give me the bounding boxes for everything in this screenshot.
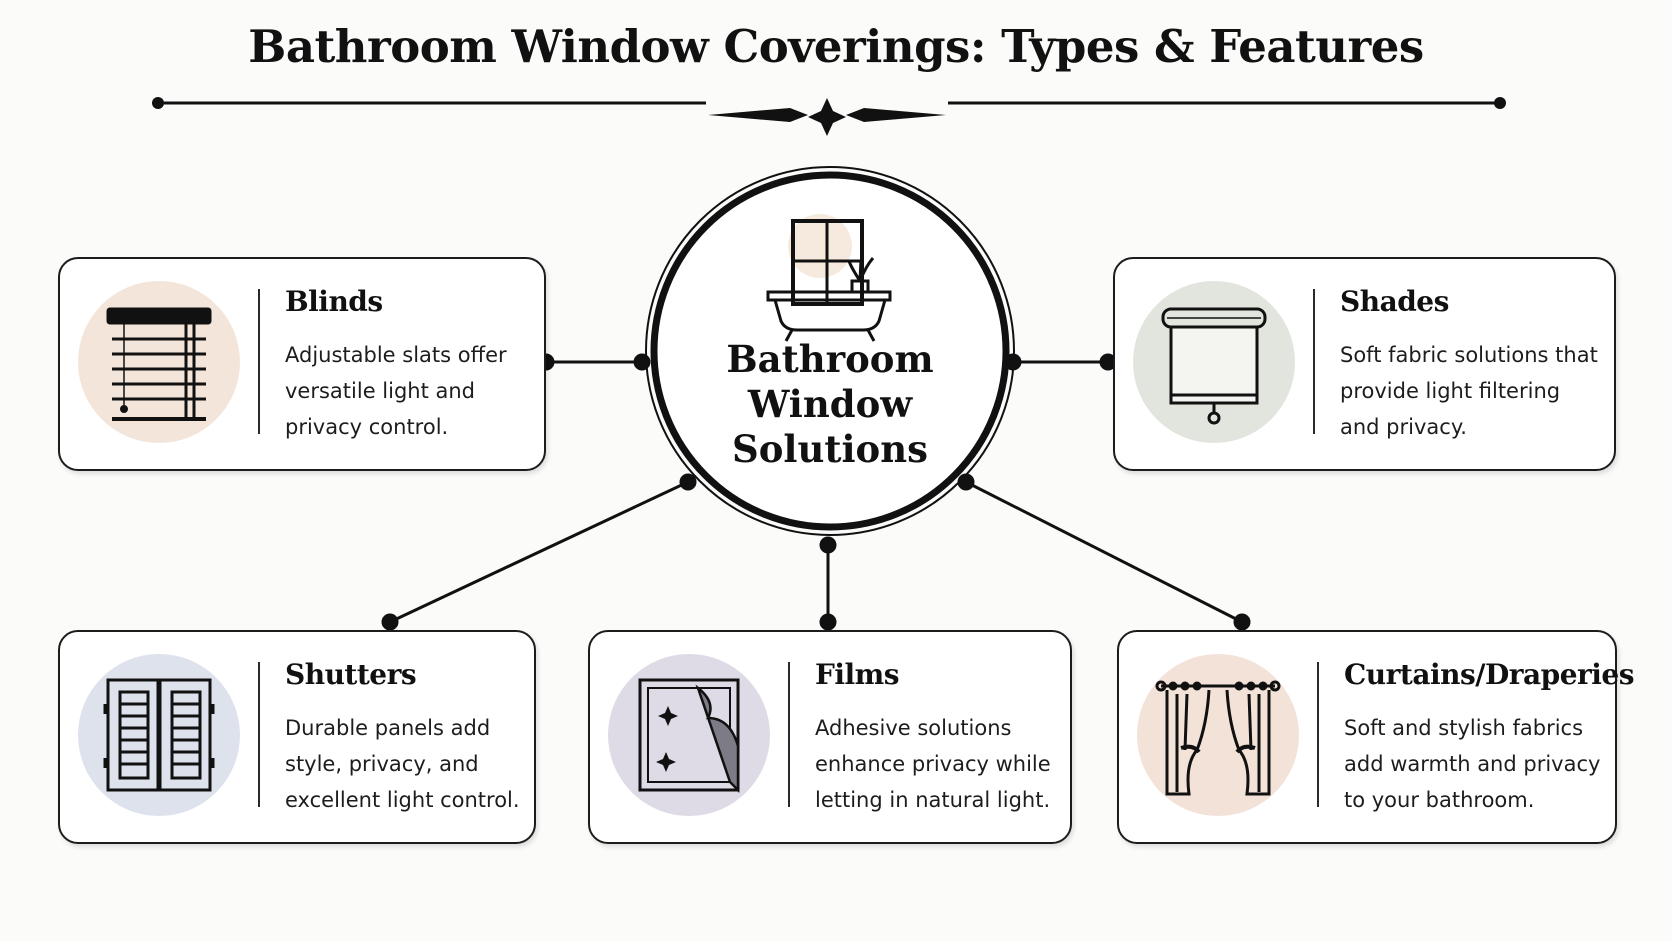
curtains-title: Curtains/Draperies [1344,658,1635,691]
shades-divider [1313,289,1315,434]
card-shades: Shades Soft fabric solutions that provid… [1113,257,1616,471]
center-hub [645,166,1015,536]
blinds-icon-circle [78,281,240,443]
films-divider [788,662,790,807]
bathtub-window-icon [766,214,892,342]
card-films: Films Adhesive solutions enhance privacy… [588,630,1072,844]
films-description: Adhesive solutions enhance privacy while… [815,716,1051,812]
shutters-icon [103,678,215,792]
shades-icon-circle [1133,281,1295,443]
blinds-icon [106,307,212,421]
card-blinds: Blinds Adjustable slats offer versatile … [58,257,546,471]
curtains-icon-circle [1137,654,1299,816]
title-ornament [152,97,1506,136]
shutters-divider [258,662,260,807]
shutters-description: Durable panels add style, privacy, and e… [285,716,520,812]
center-label: Bathroom Window Solutions [680,337,980,472]
window-film-icon [638,678,740,794]
blinds-description: Adjustable slats offer versatile light a… [285,343,507,439]
curtains-description: Soft and stylish fabrics add warmth and … [1344,716,1601,812]
blinds-divider [258,289,260,434]
page-title: Bathroom Window Coverings: Types & Featu… [248,20,1424,73]
shutters-title: Shutters [285,658,417,691]
blinds-title: Blinds [285,285,383,318]
center-label-line-2: Window [747,382,913,426]
films-title: Films [815,658,900,691]
shutters-icon-circle [78,654,240,816]
films-icon-circle [608,654,770,816]
card-shutters: Shutters Durable panels add style, priva… [58,630,536,844]
shades-title: Shades [1340,285,1449,318]
center-label-line-3: Solutions [732,427,928,471]
center-label-line-1: Bathroom [726,337,934,381]
card-curtains: Curtains/Draperies Soft and stylish fabr… [1117,630,1635,844]
spoke-lines [381,353,1251,631]
shades-description: Soft fabric solutions that provide light… [1340,343,1598,439]
curtains-icon [1155,680,1281,796]
roller-shade-icon [1161,307,1267,425]
curtains-divider [1317,662,1319,807]
